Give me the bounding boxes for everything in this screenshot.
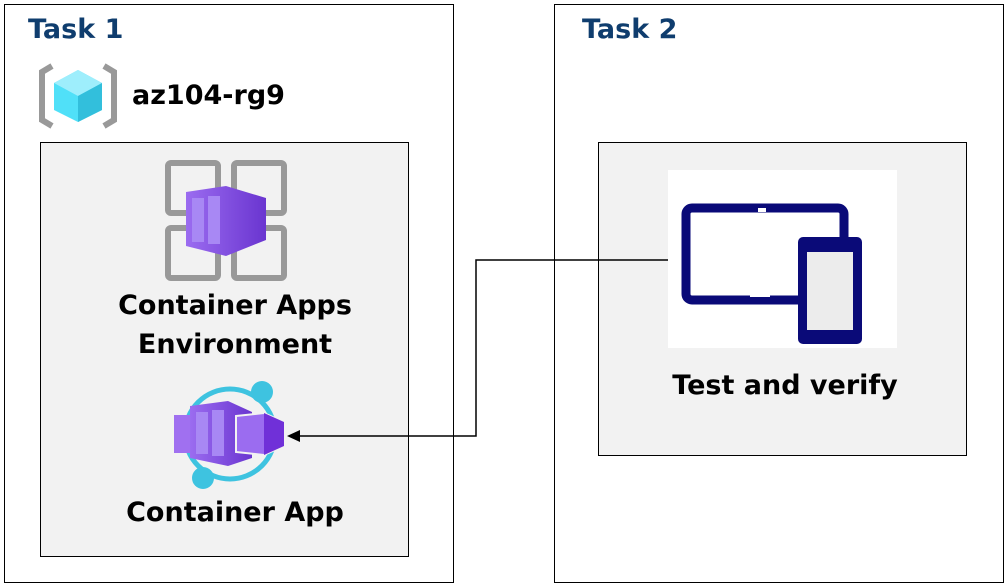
task1-box [4,4,454,583]
resource-group-name: az104-rg9 [132,80,285,111]
tablet-phone-icon [681,203,862,344]
environment-label-line2: Environment [137,329,333,360]
container-app-label: Container App [126,497,344,528]
task2-title: Task 2 [582,14,678,45]
container-apps-environment-icon [165,160,287,281]
environment-label-line1: Container Apps [118,290,352,321]
container-app-icon [174,381,285,489]
connector-arrow [287,259,668,442]
task2-box [554,4,1004,583]
task1-title: Task 1 [28,14,124,45]
environment-label: Container Apps Environment [90,286,380,364]
test-label: Test and verify [672,370,898,401]
resource-group-icon [39,63,117,129]
